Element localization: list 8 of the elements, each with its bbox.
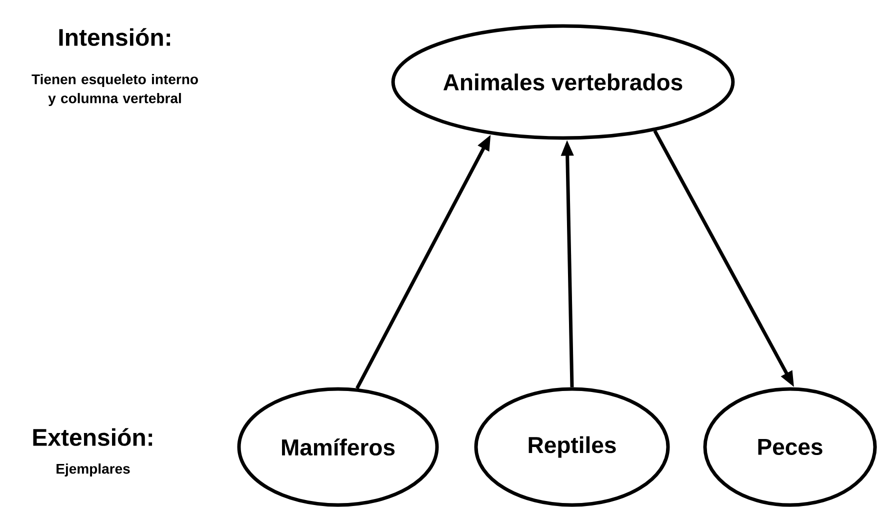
description-text: Ejemplares bbox=[56, 463, 130, 477]
ellipse-node: Peces bbox=[703, 387, 877, 507]
ellipse-node: Animales vertebrados bbox=[391, 24, 735, 140]
ellipse-node: Mamíferos bbox=[237, 387, 439, 507]
heading: Extensión: bbox=[33, 428, 152, 446]
ellipse-node: Reptiles bbox=[474, 387, 670, 507]
description-text: Tienen esqueleto interno y columna vertebral bbox=[32, 74, 198, 106]
heading: Intensión: bbox=[59, 28, 170, 46]
